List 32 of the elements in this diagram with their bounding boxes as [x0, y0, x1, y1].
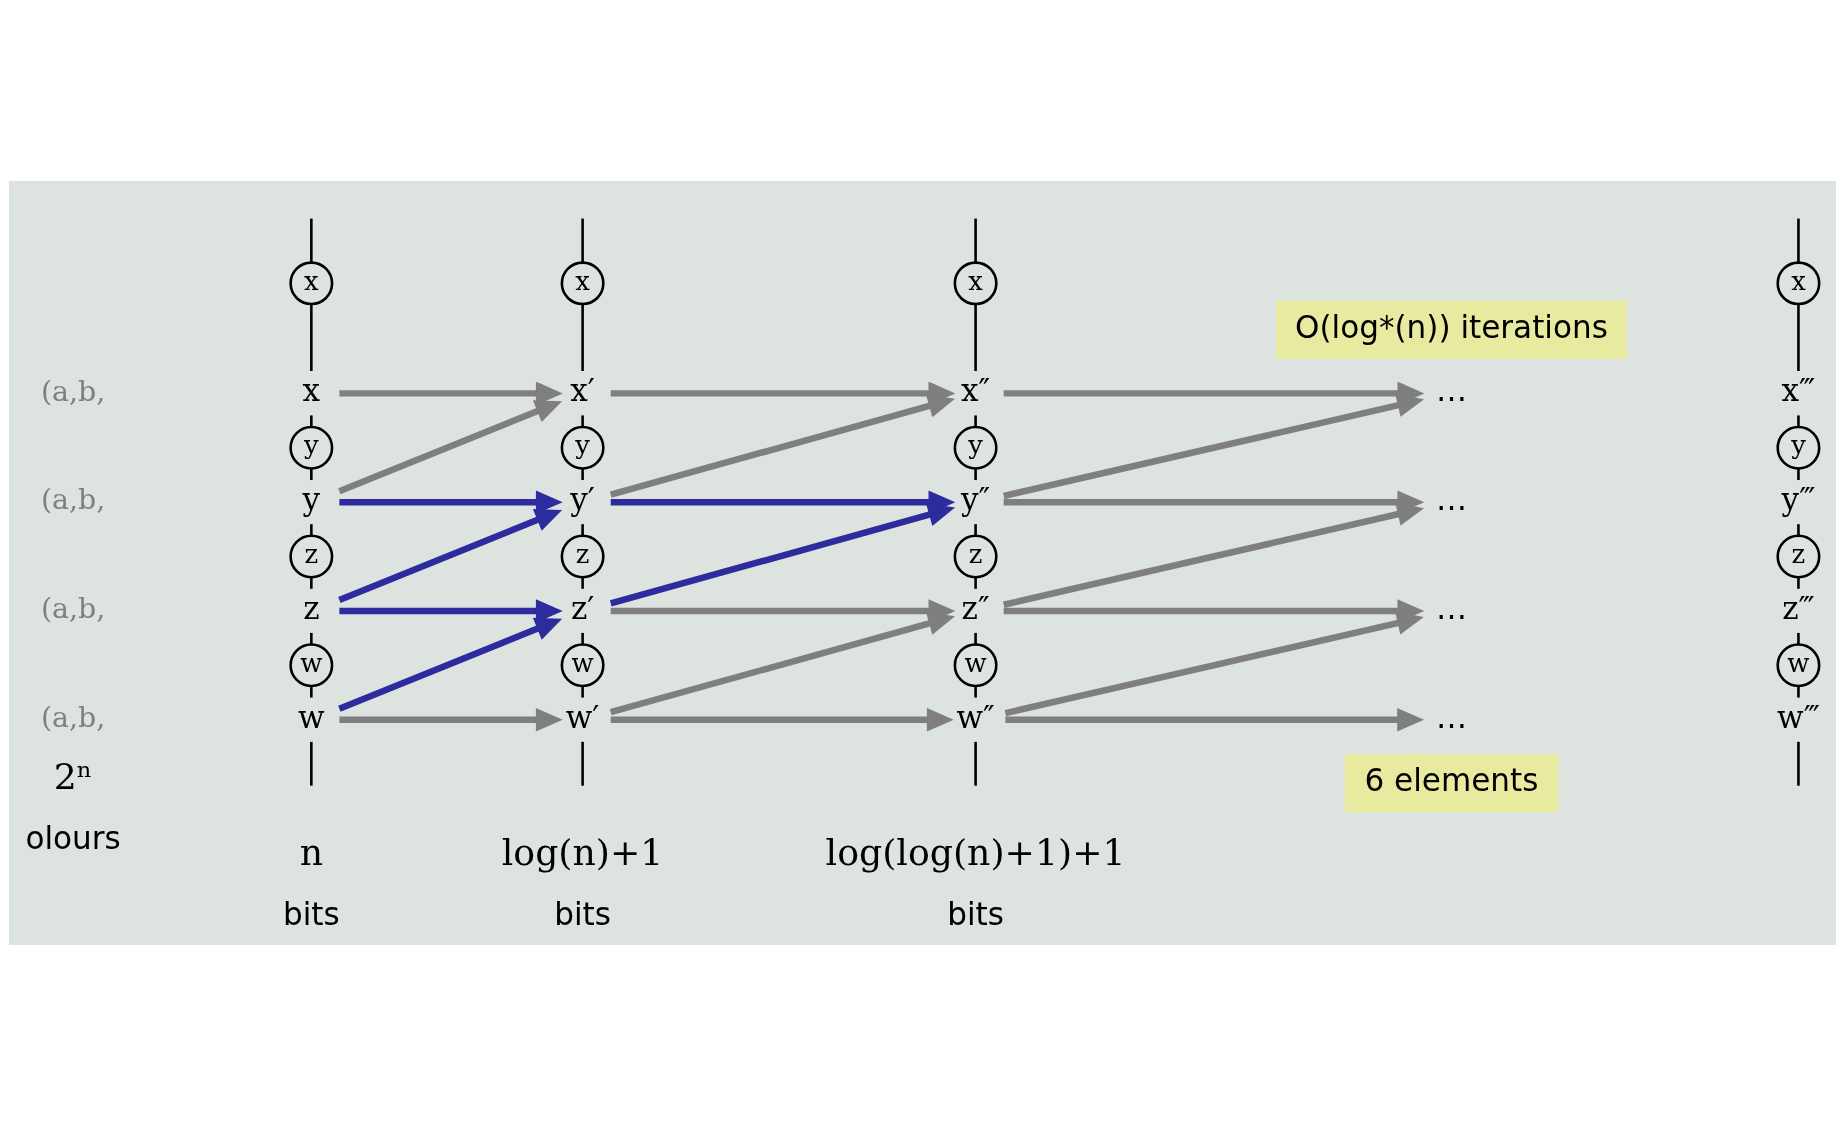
label: 2ⁿ: [53, 755, 92, 799]
node-text: …: [1435, 698, 1467, 735]
node-text: …: [1435, 372, 1467, 409]
node-text: x: [302, 372, 320, 409]
label: bits: [553, 895, 611, 932]
node-text: …: [1435, 481, 1467, 518]
node-text: w′: [565, 698, 599, 735]
node-text: x″: [960, 372, 990, 409]
node-text: x′: [569, 372, 595, 409]
node-text: w‴: [1776, 698, 1820, 735]
label: bits: [946, 895, 1004, 932]
node-text: z: [302, 589, 320, 626]
label: log(n)+1: [501, 830, 663, 874]
label: olours: [24, 820, 121, 857]
node-text: z′: [570, 589, 594, 626]
label: log(log(n)+1)+1: [825, 830, 1126, 874]
node-text: …: [1435, 589, 1467, 626]
node-text: y″: [960, 481, 990, 518]
label: n: [299, 830, 323, 874]
node-text: z″: [961, 589, 990, 626]
label: bits: [282, 895, 340, 932]
label: (a,b,: [40, 700, 105, 734]
node-text: z‴: [1781, 589, 1815, 626]
node-text: x‴: [1781, 372, 1815, 409]
label: (a,b,: [40, 374, 105, 408]
node-text: y: [302, 481, 320, 518]
node-text: y‴: [1781, 481, 1815, 518]
node-text: y′: [569, 481, 595, 518]
label: (a,b,: [40, 592, 105, 626]
label: (a,b,: [40, 483, 105, 517]
node-text: w″: [955, 698, 995, 735]
node-text: w: [297, 698, 325, 735]
